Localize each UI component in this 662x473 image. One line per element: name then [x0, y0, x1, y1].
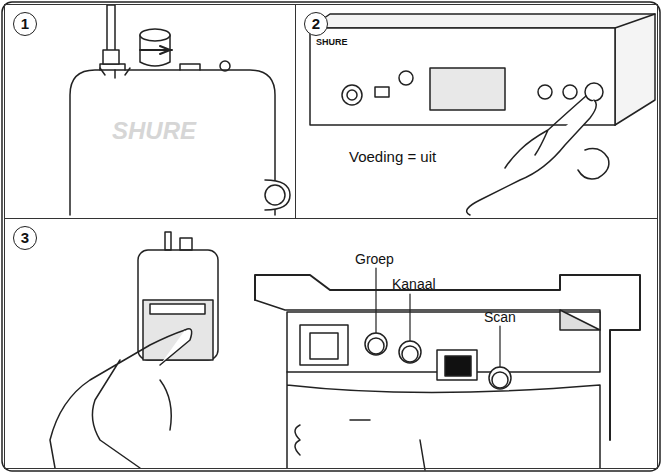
part-label: Kanaal: [392, 276, 436, 292]
bodypack-open: [50, 232, 218, 468]
part-label: Scan: [484, 309, 516, 325]
brand-logo: SHURE: [112, 117, 196, 145]
bodypack-top: [70, 5, 290, 215]
callout-number: 3: [13, 226, 37, 250]
step-panel: 1: [4, 4, 296, 219]
part-label: Voeding = uit: [349, 148, 436, 165]
callout-number: 1: [13, 12, 37, 36]
brand-logo: SHURE: [316, 37, 348, 47]
step-panel: 3: [4, 218, 658, 469]
part-label: Groep: [355, 251, 394, 267]
step-panel: 2: [295, 4, 658, 219]
callout-number: 2: [304, 12, 328, 36]
transmitter: [310, 14, 655, 215]
zoom-detail: [255, 268, 640, 470]
